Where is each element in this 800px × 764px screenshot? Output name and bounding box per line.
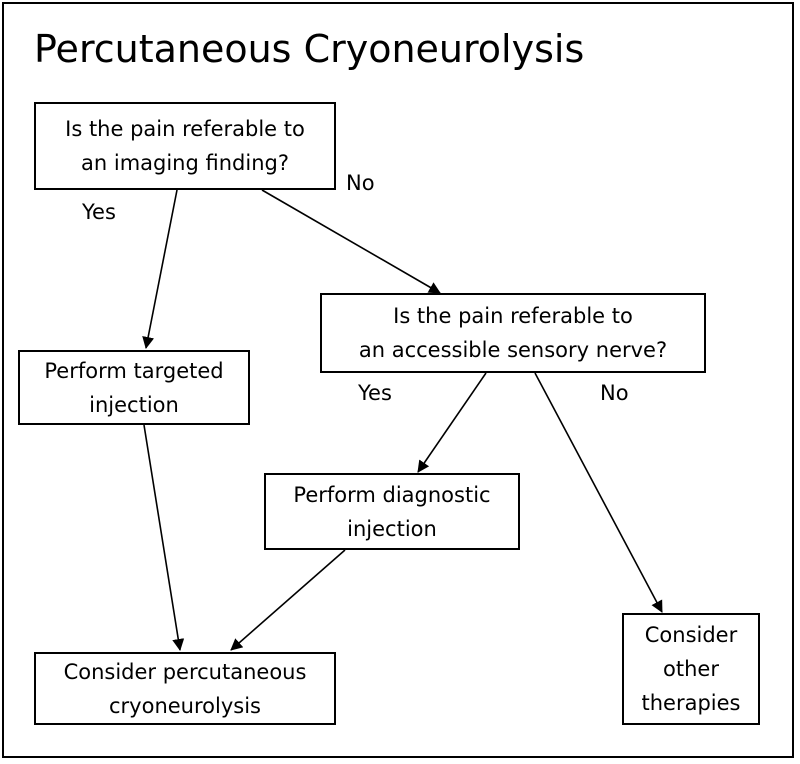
node-targeted-injection: Perform targeted injection	[18, 350, 250, 425]
node-nerve-question: Is the pain referable to an accessible s…	[320, 293, 706, 373]
diagram-frame	[2, 2, 794, 758]
edge-diagnostic-to-cryo	[230, 549, 346, 651]
label-nerve-no: No	[600, 381, 629, 405]
label-nerve-yes: Yes	[358, 381, 392, 405]
label-imaging-no: No	[346, 171, 375, 195]
edge-targeted-to-cryo	[143, 424, 185, 651]
edge-nerve-to-other	[534, 372, 663, 613]
edge-imaging-to-targeted	[142, 189, 178, 349]
node-imaging-question: Is the pain referable to an imaging find…	[34, 102, 336, 190]
node-consider-cryoneurolysis: Consider percutaneous cryoneurolysis	[34, 652, 336, 725]
edge-nerve-to-diagnostic	[417, 372, 487, 473]
label-imaging-yes: Yes	[82, 200, 116, 224]
node-consider-other-therapies: Consider other therapies	[622, 613, 760, 725]
node-diagnostic-injection: Perform diagnostic injection	[264, 473, 520, 550]
diagram-title: Percutaneous Cryoneurolysis	[34, 27, 585, 71]
edge-imaging-to-nerve	[261, 189, 441, 294]
